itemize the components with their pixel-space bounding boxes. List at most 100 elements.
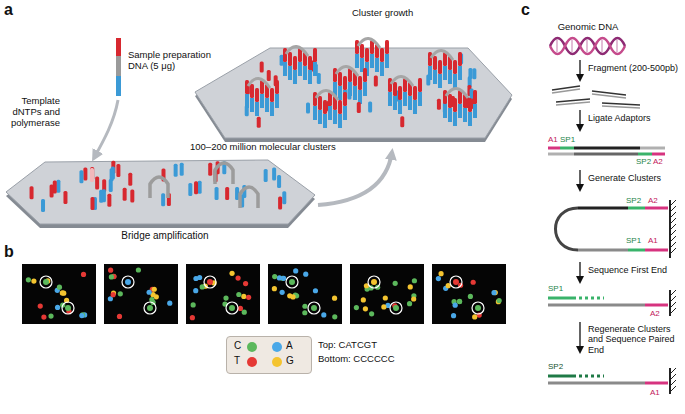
legend-text: G <box>286 355 294 367</box>
primer-label: SP2 <box>548 362 563 371</box>
oligo-rod <box>468 112 472 126</box>
oligo-rod <box>283 62 287 76</box>
oligo-rod <box>50 185 54 198</box>
step-label: Genomic DNA <box>558 22 619 33</box>
oligo-rod <box>368 101 372 112</box>
oligo-rod <box>426 74 430 85</box>
cluster-dot <box>457 299 462 304</box>
oligo-rod <box>363 68 367 96</box>
cluster-dot <box>302 310 307 315</box>
oligo-rod <box>413 100 417 114</box>
adapted-fragment <box>640 147 665 150</box>
oligo-rod <box>264 169 268 182</box>
oligo-rod <box>283 48 287 62</box>
oligo-rod <box>317 73 321 84</box>
oligo-rod <box>437 99 441 110</box>
oligo-rod <box>370 40 374 68</box>
surface-hatch <box>670 230 676 236</box>
oligo-rod <box>338 100 342 128</box>
oligo-rod <box>358 90 362 104</box>
bridge-hairpin <box>578 249 628 252</box>
legend-text: C <box>234 340 241 352</box>
bridge-hairpin <box>556 208 579 250</box>
oligo-rod <box>215 187 219 200</box>
oligo-rod <box>458 52 462 66</box>
read-one <box>548 297 576 300</box>
flow-arrow <box>318 152 392 205</box>
cluster-dot <box>48 313 53 318</box>
oligo-rod <box>338 114 342 128</box>
oligo-rod <box>225 187 229 200</box>
oligo-rod <box>95 176 99 189</box>
cluster-dot <box>363 306 368 311</box>
bridge-strand <box>358 38 380 48</box>
oligo-rod <box>360 44 364 58</box>
bridge-strand <box>240 187 258 208</box>
oligo-rod <box>380 48 384 62</box>
oligo-rod <box>215 187 219 200</box>
surface-hatch <box>670 380 676 386</box>
cluster-dot <box>61 291 66 296</box>
oligo-rod <box>280 55 284 66</box>
sample-dna-strand <box>116 38 121 96</box>
surface-hatch <box>670 218 676 224</box>
oligo-rod <box>161 193 165 206</box>
oligo-rod <box>99 190 103 203</box>
oligo-rod <box>107 194 111 207</box>
read-two <box>645 382 668 385</box>
oligo-rod <box>458 52 462 80</box>
genomic-dna-helix <box>550 38 625 54</box>
annotation: Template dNTPs and polymerase <box>4 96 60 129</box>
oligo-rod <box>365 48 369 62</box>
oligo-rod <box>255 88 259 116</box>
dna-fragment <box>602 103 640 105</box>
oligo-rod <box>448 108 452 122</box>
cluster-dot <box>229 271 234 276</box>
cluster-dot <box>453 303 458 308</box>
bridge-hairpin <box>578 207 628 210</box>
cluster-dot <box>191 302 196 307</box>
primer-label: SP1 <box>626 236 641 245</box>
oligo-rod <box>128 173 132 186</box>
surface-hatch <box>670 212 676 218</box>
cluster-dot <box>436 276 441 281</box>
oligo-rod <box>313 48 317 76</box>
oligo-rod <box>293 56 297 84</box>
oligo-rod <box>428 52 432 66</box>
highlight-ring <box>122 276 134 288</box>
cluster-dot <box>26 277 31 282</box>
oligo-rod <box>343 92 347 106</box>
dna-fragment <box>592 94 626 98</box>
cluster-dot <box>241 294 246 299</box>
highlight-ring <box>368 276 380 288</box>
oligo-rod <box>306 102 310 113</box>
bridge-hairpin <box>556 208 669 250</box>
step-arrow <box>579 110 580 130</box>
oligo-rod <box>41 199 45 212</box>
oligo-rod <box>257 117 261 128</box>
cluster-dot <box>303 272 308 277</box>
oligo-rod <box>343 92 347 120</box>
adapter-label: A1 <box>648 236 658 245</box>
oligo-rod <box>385 40 389 54</box>
adapter-label: A1 <box>548 135 558 144</box>
oligo-rod <box>375 58 379 72</box>
read-two <box>548 375 576 378</box>
image-frame <box>432 264 506 324</box>
dna-fragment <box>552 86 640 108</box>
oligo-rod <box>208 163 212 176</box>
cluster-dot <box>152 287 157 292</box>
cluster-dot <box>371 279 377 285</box>
oligo-rod <box>338 72 342 86</box>
oligo-rod <box>347 88 351 99</box>
bridge-strand <box>286 46 308 56</box>
oligo-rod <box>426 74 430 85</box>
cluster-dot <box>407 301 412 306</box>
oligo-rod <box>458 104 462 118</box>
cluster-dot <box>117 314 122 319</box>
oligo-rod <box>264 169 268 182</box>
primer-label: SP1 <box>548 284 563 293</box>
legend-swatch <box>247 357 257 367</box>
oligo-rod <box>180 163 184 176</box>
cluster-dot <box>147 290 152 295</box>
